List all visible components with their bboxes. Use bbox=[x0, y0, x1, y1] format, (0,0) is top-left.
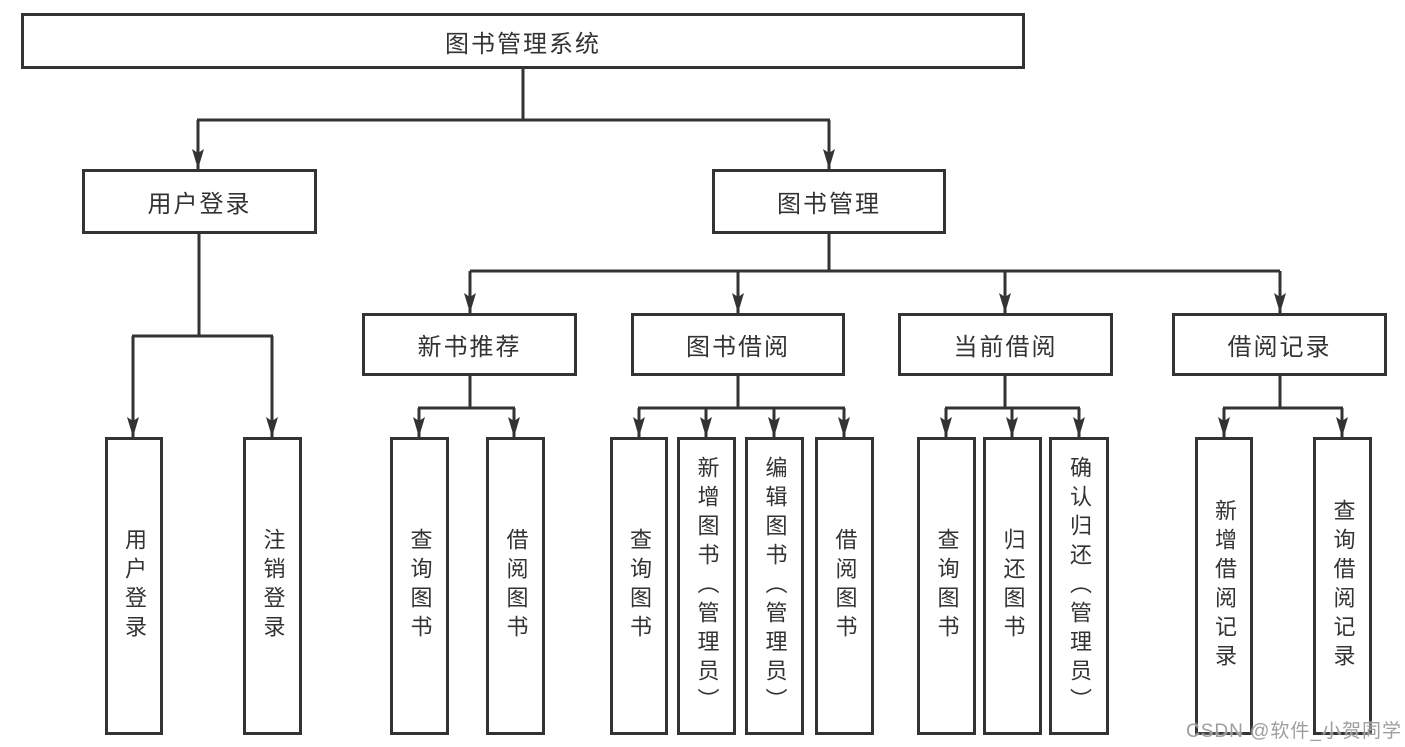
leaf-user-login: 用户登录 bbox=[105, 437, 163, 735]
leaf-bb-edit-books-admin: 编辑图书（管理员） bbox=[745, 437, 804, 735]
node-new-book-recommend: 新书推荐 bbox=[362, 313, 577, 376]
leaf-bb-borrow-books: 借阅图书 bbox=[815, 437, 874, 735]
leaf-cb-confirm-return-admin: 确认归还（管理员） bbox=[1049, 437, 1109, 735]
leaf-nbr-query-books: 查询图书 bbox=[390, 437, 449, 735]
node-book-management-branch: 图书管理 bbox=[712, 169, 946, 234]
leaf-cb-return-books: 归还图书 bbox=[983, 437, 1042, 735]
leaf-logout: 注销登录 bbox=[243, 437, 302, 735]
node-current-borrow: 当前借阅 bbox=[898, 313, 1113, 376]
leaf-br-add-record: 新增借阅记录 bbox=[1195, 437, 1253, 735]
leaf-nbr-borrow-books: 借阅图书 bbox=[486, 437, 545, 735]
edge-group bbox=[127, 68, 1348, 437]
node-user-login-branch: 用户登录 bbox=[82, 169, 317, 234]
leaf-bb-query-books: 查询图书 bbox=[610, 437, 668, 735]
node-root-system: 图书管理系统 bbox=[21, 13, 1025, 69]
node-borrow-records: 借阅记录 bbox=[1172, 313, 1387, 376]
node-book-borrow: 图书借阅 bbox=[631, 313, 845, 376]
leaf-bb-add-books-admin: 新增图书（管理员） bbox=[677, 437, 736, 735]
leaf-cb-query-books: 查询图书 bbox=[917, 437, 976, 735]
leaf-br-query-record: 查询借阅记录 bbox=[1313, 437, 1372, 735]
csdn-watermark: CSDN @软件_小贺同学 bbox=[1186, 721, 1402, 742]
